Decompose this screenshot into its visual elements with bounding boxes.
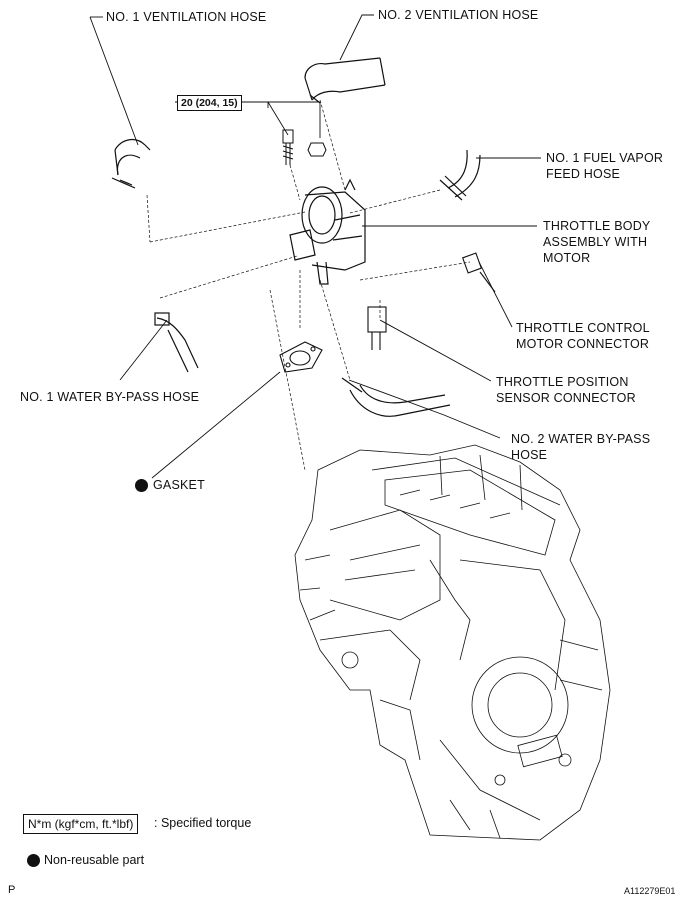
legend-torque-box: N*m (kgf*cm, ft.*lbf): [23, 814, 139, 834]
position-sensor-connector: [367, 306, 387, 350]
engine-block: [294, 444, 611, 841]
legend-nonreusable-dot-icon: [27, 854, 40, 867]
bolt-and-nut: [282, 129, 327, 165]
footer-right-code: A112279E01: [624, 886, 676, 896]
label-throttle-position-sensor-connector: THROTTLE POSITION SENSOR CONNECTOR: [496, 375, 636, 405]
no2-water-bypass-hose: [341, 377, 451, 417]
no2-ventilation-hose: [304, 57, 386, 104]
label-no1-water-bypass-hose: NO. 1 WATER BY-PASS HOSE: [20, 390, 200, 404]
nonreusable-dot-icon: [135, 479, 148, 492]
label-no1-fuel-vapor-feed-hose: NO. 1 FUEL VAPOR FEED HOSE: [546, 151, 664, 181]
footer-left-code: P: [8, 884, 16, 896]
label-no1-ventilation-hose: NO. 1 VENTILATION HOSE: [106, 10, 267, 24]
fuel-vapor-hose: [439, 149, 481, 201]
torque-spec-box: 20 (204, 15): [177, 95, 242, 111]
leader-lines: [89, 14, 541, 479]
label-no2-ventilation-hose: NO. 2 VENTILATION HOSE: [378, 8, 539, 22]
no1-water-bypass-hose: [154, 312, 199, 373]
motor-connector: [461, 252, 496, 293]
legend-torque-text: : Specified torque: [154, 816, 252, 830]
label-throttle-control-motor-connector: THROTTLE CONTROL MOTOR CONNECTOR: [516, 321, 650, 351]
no1-ventilation-hose: [111, 138, 151, 189]
legend-nonreusable-text: Non-reusable part: [44, 853, 145, 867]
gasket-shape: [279, 341, 323, 373]
label-gasket: GASKET: [153, 478, 205, 492]
throttle-body: [289, 178, 366, 285]
alignment-dashes: [146, 99, 471, 471]
label-no2-water-bypass-hose: NO. 2 WATER BY-PASS HOSE: [511, 432, 651, 462]
label-throttle-body: THROTTLE BODY ASSEMBLY WITH MOTOR: [543, 219, 651, 265]
